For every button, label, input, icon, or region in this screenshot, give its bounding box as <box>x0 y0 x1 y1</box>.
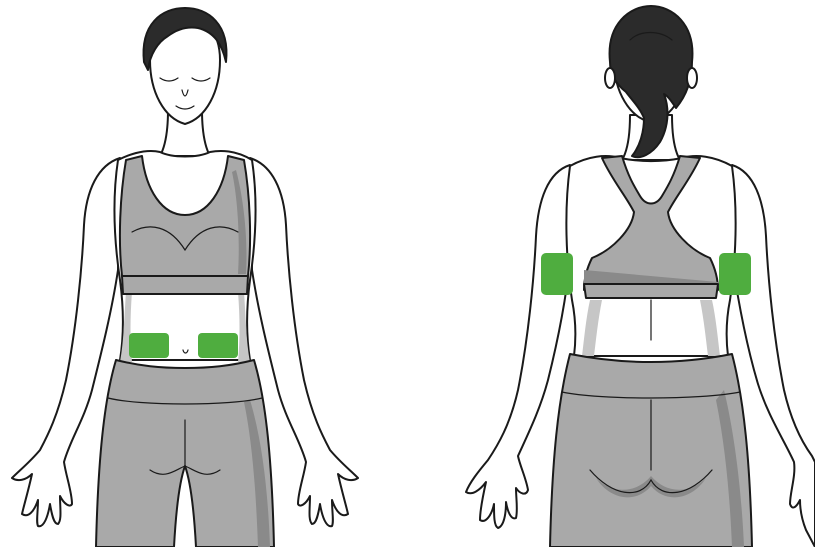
back-bra-band <box>584 284 718 298</box>
back-hair <box>610 6 693 157</box>
front-figure <box>12 8 358 547</box>
site-abdomen-right <box>198 333 238 358</box>
site-abdomen-left <box>129 333 169 358</box>
back-figure <box>466 6 815 547</box>
front-bra-band <box>122 276 248 294</box>
site-upper-arm-right <box>719 253 751 295</box>
site-upper-arm-left <box>541 253 573 295</box>
